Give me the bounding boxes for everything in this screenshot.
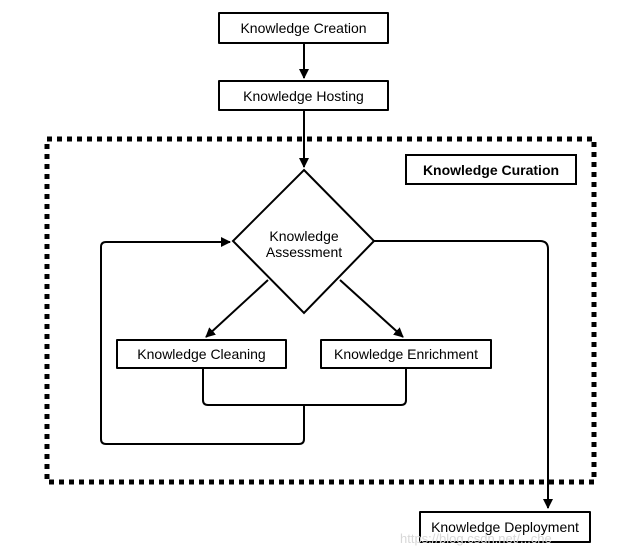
feedback-loop-to-assessment bbox=[100, 237, 305, 445]
knowledge-hosting-node: Knowledge Hosting bbox=[218, 80, 389, 111]
assessment-label-line1: Knowledge bbox=[269, 228, 339, 244]
arrow-assessment-to-deployment bbox=[374, 240, 553, 509]
watermark-text: https://blog.csdn.net/...che bbox=[400, 531, 552, 546]
knowledge-deployment-node: Knowledge Deployment bbox=[419, 511, 591, 543]
assessment-label-line2: Assessment bbox=[265, 244, 343, 260]
curation-group-frame bbox=[44, 136, 597, 485]
knowledge-enrichment-node: Knowledge Enrichment bbox=[320, 339, 492, 369]
knowledge-assessment-label: Knowledge Assessment bbox=[244, 228, 364, 260]
connector-cleaning-enrichment-merge bbox=[202, 369, 407, 406]
assessment-diamond bbox=[231, 168, 376, 315]
knowledge-creation-node: Knowledge Creation bbox=[218, 12, 389, 44]
arrow-assessment-to-cleaning bbox=[205, 279, 269, 338]
knowledge-curation-label: Knowledge Curation bbox=[405, 154, 577, 185]
knowledge-cleaning-node: Knowledge Cleaning bbox=[116, 339, 287, 369]
arrow-assessment-to-enrichment bbox=[339, 279, 404, 338]
